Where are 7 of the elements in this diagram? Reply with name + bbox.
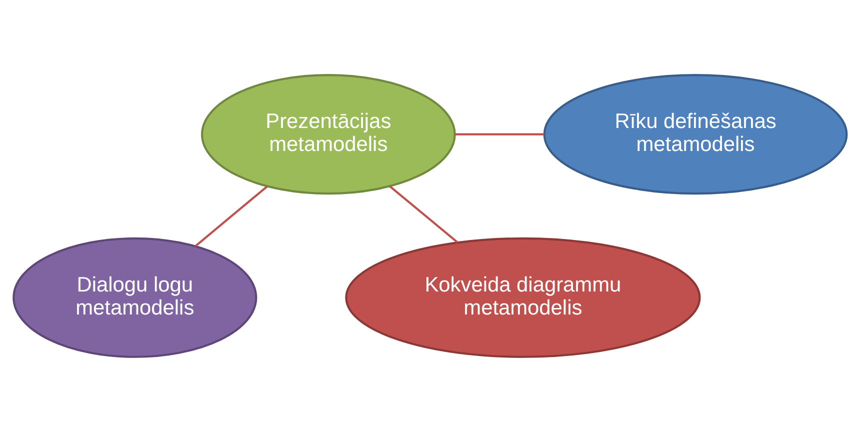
connector: [454, 133, 544, 136]
node-ellipse: Kokveida diagrammu metamodelis: [344, 237, 700, 358]
node-ellipse: Dialogu logu metamodelis: [12, 237, 257, 358]
connector: [388, 185, 458, 244]
connector: [194, 186, 268, 247]
node-ellipse: Rīku definēšanas metamodelis: [542, 74, 848, 195]
node-ellipse: Prezentācijas metamodelis: [200, 74, 456, 195]
